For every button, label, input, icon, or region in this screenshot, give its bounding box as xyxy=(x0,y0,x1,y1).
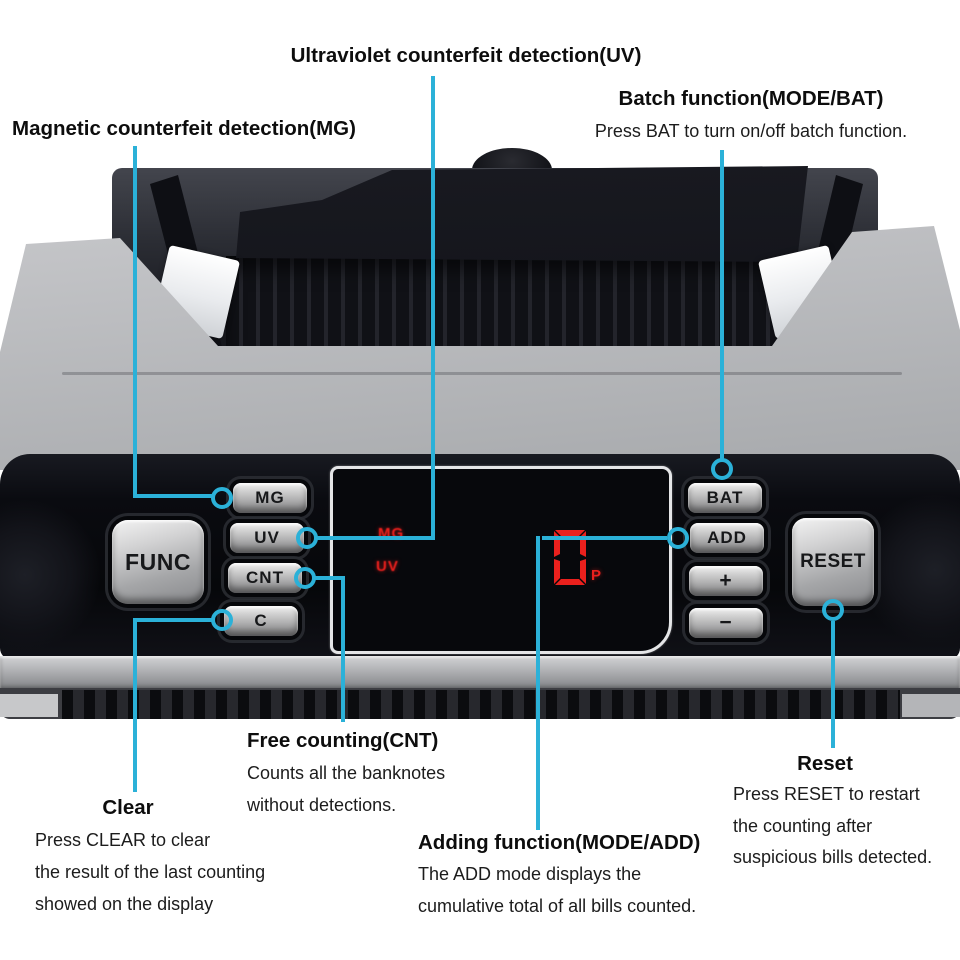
clear-marker-circle xyxy=(211,609,233,631)
clear-annotation-title: Clear xyxy=(102,796,154,819)
mg-leader-horizontal xyxy=(133,494,213,498)
add-annotation-title: Adding function(MODE/ADD) xyxy=(418,831,701,854)
mg-button[interactable]: MG xyxy=(233,483,307,513)
clear-annotation-line: showed on the display xyxy=(35,894,214,914)
reset-button[interactable]: RESET xyxy=(792,518,874,606)
c-button[interactable]: C xyxy=(224,606,298,636)
display-count-digit xyxy=(552,528,588,586)
add-annotation-line: The ADD mode displays the xyxy=(418,864,642,884)
machine-hopper-ribs xyxy=(226,256,796,348)
mg-annotation-title: Magnetic counterfeit detection(MG) xyxy=(12,117,356,140)
uv-annotation-title: Ultraviolet counterfeit detection(UV) xyxy=(290,44,642,67)
machine-body-crease xyxy=(62,372,902,375)
machine-lower-trim xyxy=(0,656,960,690)
cnt-leader-horizontal xyxy=(315,576,345,580)
uv-leader-vertical xyxy=(431,76,435,540)
reset-annotation-line: suspicious bills detected. xyxy=(733,847,933,867)
machine-base-foot-right xyxy=(902,694,960,717)
batch-annotation-title: Batch function(MODE/BAT) xyxy=(618,87,884,110)
reset-marker-circle xyxy=(822,599,844,621)
uv-leader-horizontal xyxy=(317,536,435,540)
reset-annotation-title: Reset xyxy=(797,752,853,775)
add-button[interactable]: ADD xyxy=(690,523,764,553)
clear-leader-vertical xyxy=(133,618,137,792)
clear-leader-horizontal xyxy=(133,618,213,622)
cnt-marker-circle xyxy=(294,567,316,589)
reset-leader-vertical xyxy=(831,621,835,748)
add-leader-vertical xyxy=(536,536,540,830)
minus-button[interactable]: − xyxy=(689,608,763,638)
cnt-annotation-title: Free counting(CNT) xyxy=(247,729,439,752)
machine-stacker-fins xyxy=(62,690,900,719)
func-button[interactable]: FUNC xyxy=(112,520,204,604)
cnt-annotation-line: without detections. xyxy=(247,795,397,815)
bat-leader-vertical xyxy=(720,150,724,460)
cnt-leader-vertical xyxy=(341,576,345,722)
bat-marker-circle xyxy=(711,458,733,480)
reset-annotation-line: the counting after xyxy=(733,815,873,836)
add-marker-circle xyxy=(667,527,689,549)
led-display: MG UV P xyxy=(330,466,672,654)
batch-annotation-body: Press BAT to turn on/off batch function. xyxy=(594,121,908,141)
clear-annotation-line: Press CLEAR to clear xyxy=(35,830,211,850)
mg-leader-vertical xyxy=(133,146,137,498)
machine-base-foot-left xyxy=(0,694,58,717)
add-leader-horizontal xyxy=(542,536,667,540)
display-unit-label: P xyxy=(591,567,602,584)
add-annotation-line: cumulative total of all bills counted. xyxy=(418,896,697,916)
reset-annotation-line: Press RESET to restart xyxy=(733,784,920,804)
display-uv-indicator: UV xyxy=(376,558,399,575)
plus-button[interactable]: + xyxy=(689,566,763,596)
cnt-button[interactable]: CNT xyxy=(228,563,302,593)
mg-marker-circle xyxy=(211,487,233,509)
uv-button[interactable]: UV xyxy=(230,523,304,553)
uv-marker-circle xyxy=(296,527,318,549)
clear-annotation-line: the result of the last counting xyxy=(35,862,266,882)
bat-button[interactable]: BAT xyxy=(688,483,762,513)
cnt-annotation-line: Counts all the banknotes xyxy=(247,763,446,783)
